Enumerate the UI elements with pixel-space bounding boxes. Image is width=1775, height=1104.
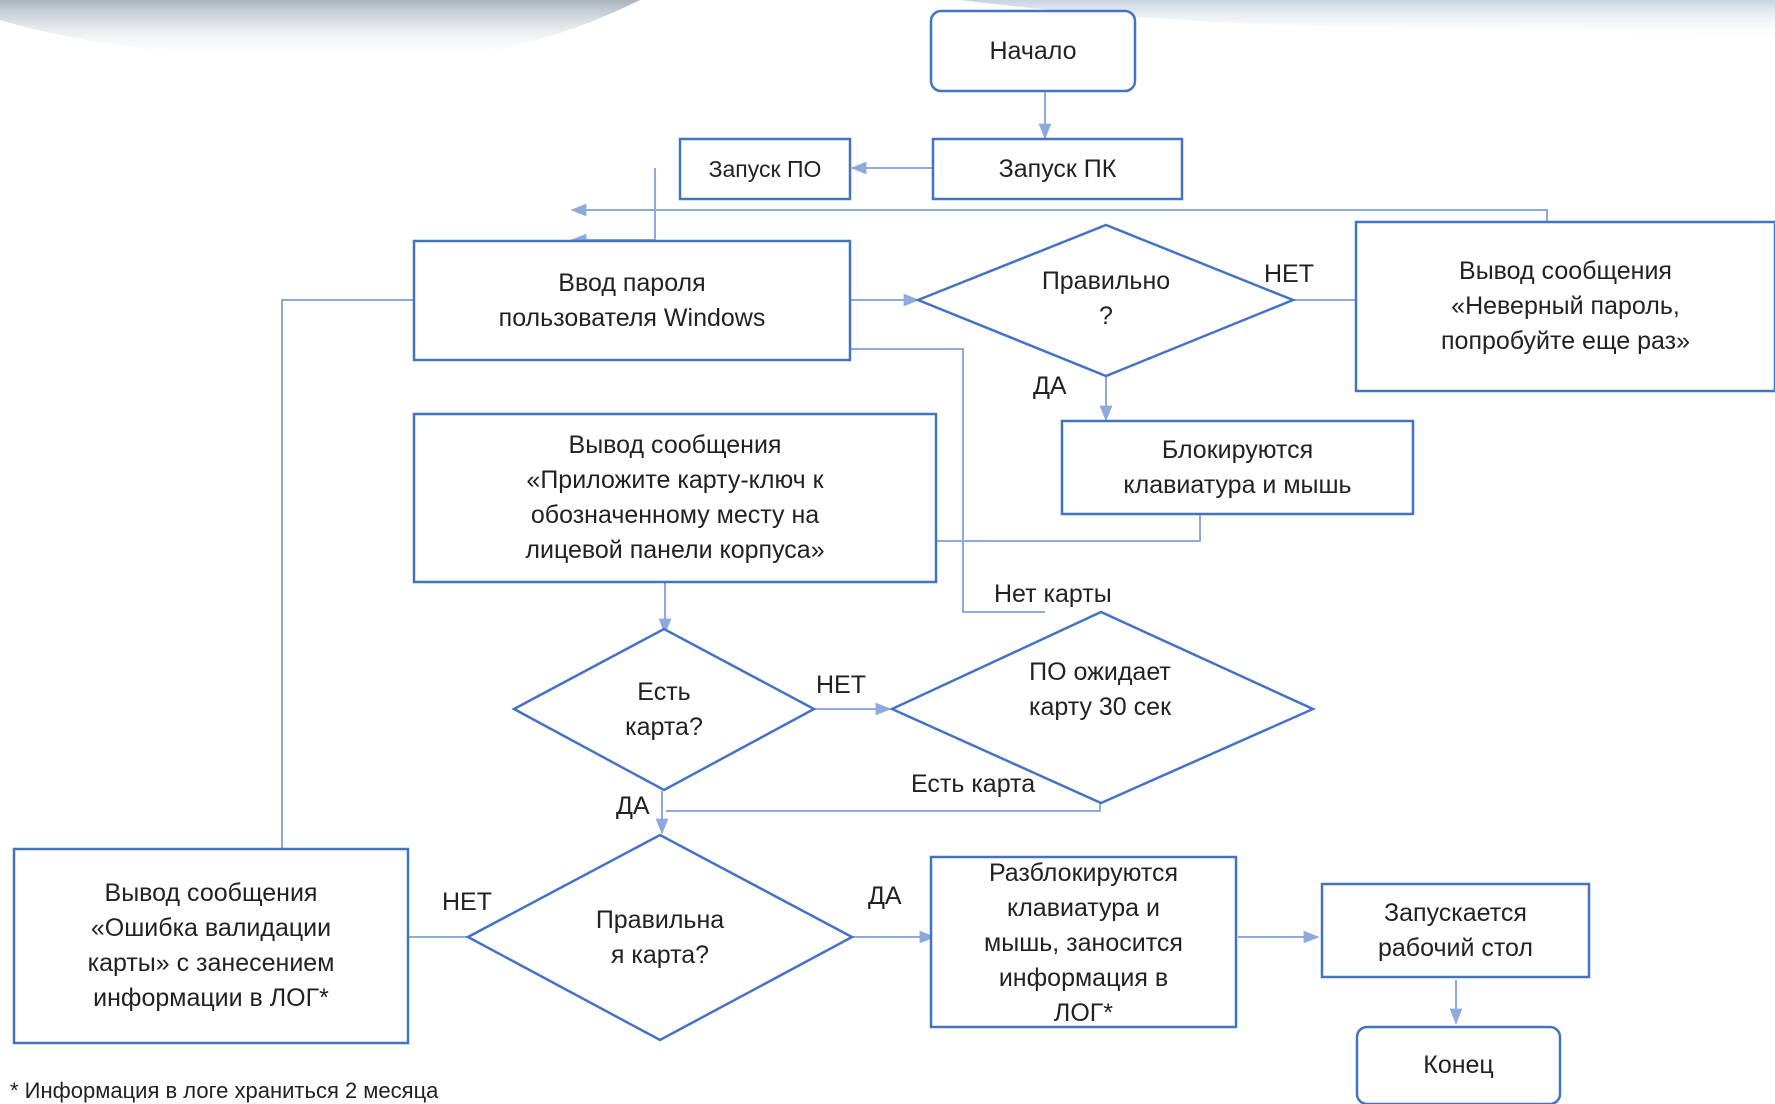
start-terminator <box>929 9 1137 93</box>
unlock-devices-box <box>929 855 1238 1029</box>
edge-lock-to-message <box>915 515 1201 548</box>
label-correct-card-no: НЕТ <box>442 888 492 916</box>
wrong-password-box <box>1354 220 1775 393</box>
label-card-present-no: НЕТ <box>816 671 866 699</box>
po-start-box <box>678 137 852 201</box>
label-no-card: Нет карты <box>994 580 1112 608</box>
desktop-start-box <box>1320 882 1591 979</box>
edge-no-card-timeout <box>824 342 1045 613</box>
wait-card-decision <box>888 610 1317 805</box>
password-input-box <box>412 239 852 362</box>
label-correct-no: НЕТ <box>1264 260 1314 288</box>
label-correct-card-yes: ДА <box>868 882 902 910</box>
card-present-decision <box>511 627 817 792</box>
edge-po-to-password <box>570 168 656 247</box>
label-card-present-yes: ДА <box>616 792 650 820</box>
validation-error-box <box>12 847 410 1045</box>
end-terminator <box>1355 1025 1562 1104</box>
label-card-found: Есть карта <box>911 770 1036 798</box>
attach-card-message-box <box>412 412 938 584</box>
footnote: * Информация в логе храниться 2 месяца <box>10 1078 439 1103</box>
pc-start-box <box>931 137 1184 201</box>
edge-error-to-password <box>281 293 433 849</box>
correct-card-decision <box>465 833 855 1042</box>
lock-devices-box <box>1060 419 1415 516</box>
correct-password-decision <box>914 223 1297 378</box>
label-correct-yes: ДА <box>1033 372 1067 400</box>
